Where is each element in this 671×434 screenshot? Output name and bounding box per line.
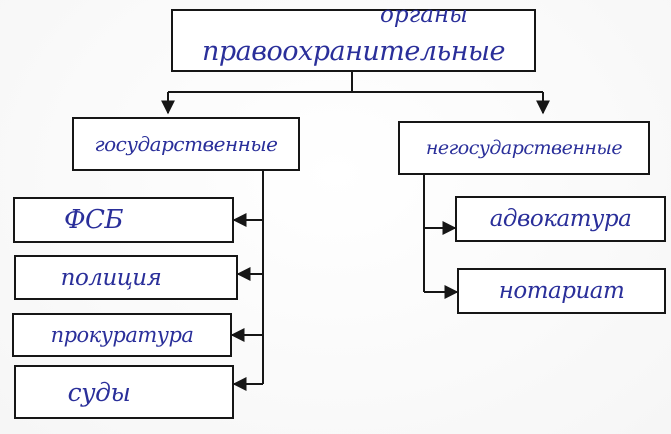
police-node: полиция: [14, 255, 238, 300]
root-insert-word: органы: [380, 2, 468, 28]
notary-label: нотариат: [498, 278, 625, 304]
advocacy-node: адвокатура: [455, 196, 666, 242]
root-label: правоохранительные: [201, 36, 506, 67]
prosecutor-node: прокуратура: [12, 313, 232, 357]
fsb-node: ФСБ: [13, 197, 234, 243]
fsb-label: ФСБ: [63, 205, 124, 235]
nonstate-label: негосударственные: [425, 137, 623, 159]
notary-node: нотариат: [457, 268, 666, 314]
state-node: государственные: [72, 117, 300, 171]
prosecutor-label: прокуратура: [50, 323, 194, 347]
advocacy-label: адвокатура: [489, 206, 632, 232]
courts-label: суды: [67, 377, 131, 407]
nonstate-node: негосударственные: [398, 121, 650, 175]
root-node: правоохранительные: [171, 9, 536, 72]
courts-node: суды: [14, 365, 234, 419]
police-label: полиция: [60, 264, 162, 291]
state-label: государственные: [94, 132, 278, 156]
